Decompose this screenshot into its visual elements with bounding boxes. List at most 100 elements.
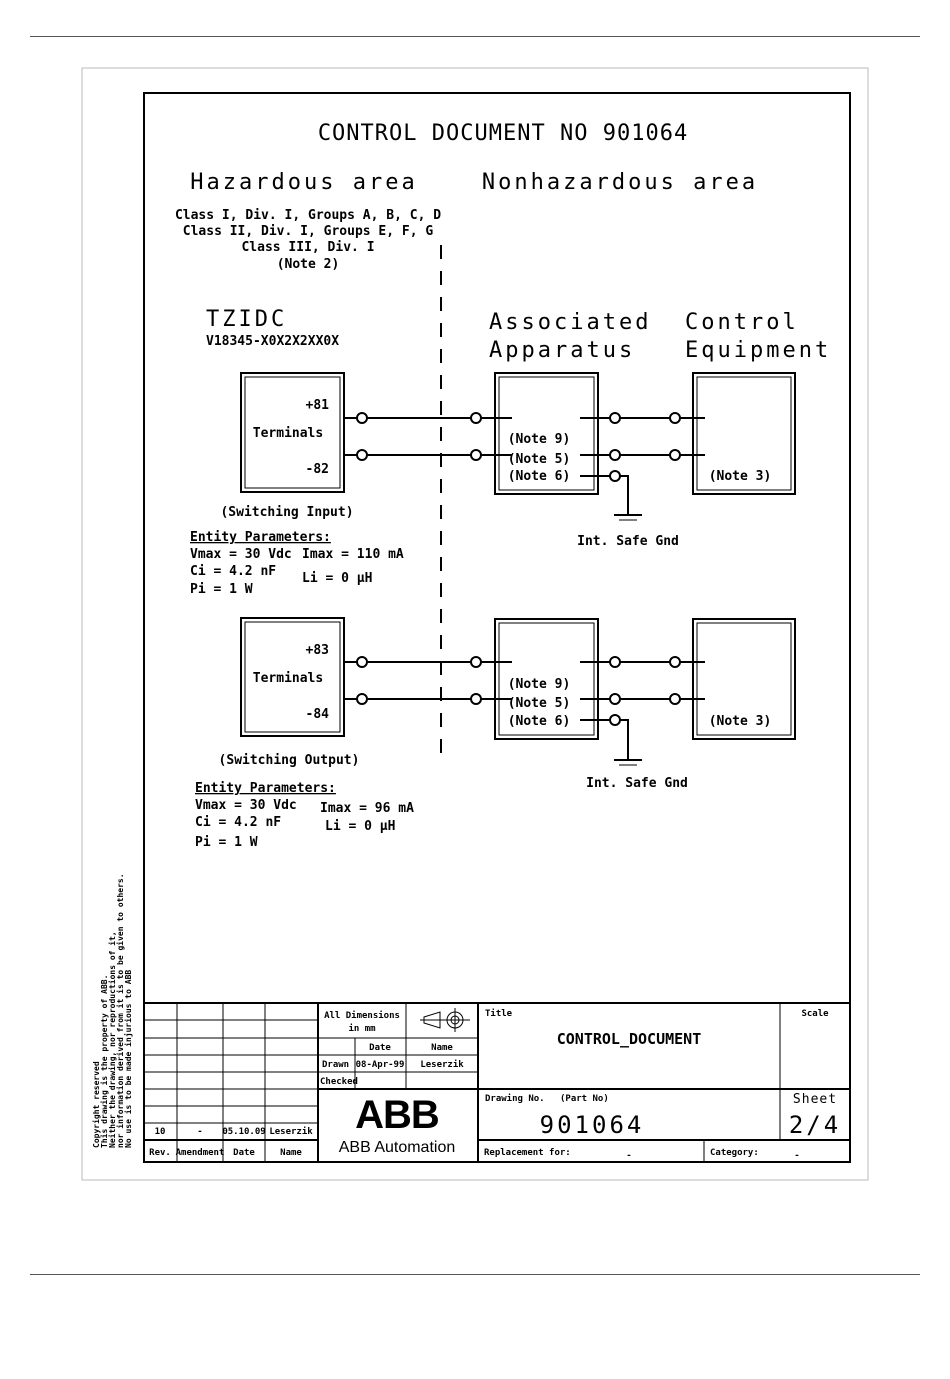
replacement-value: - <box>626 1151 631 1161</box>
dimensions-label-1: All Dimensions <box>324 1010 400 1021</box>
rev-value: 10 <box>155 1127 166 1137</box>
terminal-minus-82: -82 <box>306 462 329 477</box>
terminal-dot <box>356 412 368 424</box>
terminal-dot <box>356 656 368 668</box>
control-box-bottom-inner <box>696 622 792 736</box>
col-name: Name <box>280 1148 302 1158</box>
terminal-minus-84: -84 <box>306 707 330 722</box>
amendment-value: - <box>197 1127 202 1137</box>
note-6-bottom: (Note 6) <box>508 714 571 729</box>
replacement-label: Replacement for: <box>484 1148 571 1158</box>
copyright-line-1: Copyright reserved <box>91 1061 101 1148</box>
drawn-date: 08-Apr-99 <box>356 1060 405 1070</box>
rev-date-value: 05.10.09 <box>222 1127 265 1137</box>
associated-box-bottom <box>494 618 599 740</box>
hazardous-area-label: Hazardous area <box>190 170 417 195</box>
date-header: Date <box>369 1043 391 1053</box>
terminal-dot <box>609 714 621 726</box>
sheet-label: Sheet <box>793 1092 837 1107</box>
drawn-label: Drawn <box>322 1060 349 1070</box>
li-top: Li = 0 µH <box>302 571 372 586</box>
wire-bottom-ground <box>580 719 629 760</box>
terminal-dot <box>669 412 681 424</box>
int-safe-gnd-bottom: Int. Safe Gnd <box>586 776 688 791</box>
col-rev: Rev. <box>149 1148 171 1158</box>
copyright-line-4: nor information derived from it is to be… <box>115 873 125 1148</box>
tzidc-box-top-inner <box>244 376 341 489</box>
imax-top: Imax = 110 mA <box>302 547 404 562</box>
circuit-top: +81 Terminals -82 (Note 9) (Note 5) (Not… <box>220 372 796 549</box>
copyright-line-3: Neither the drawing, nor reproductions o… <box>107 931 117 1148</box>
category-value: - <box>794 1151 799 1161</box>
entity-params-heading-top: Entity Parameters: <box>190 530 331 545</box>
device-name: TZIDC <box>206 307 287 332</box>
class-note-2: (Note 2) <box>277 257 340 272</box>
associated-label-2: Apparatus <box>489 338 635 363</box>
associated-box-top-inner <box>498 376 595 491</box>
drawing-border <box>143 92 851 1163</box>
terminal-plus-81: +81 <box>306 398 330 413</box>
switching-input-label: (Switching Input) <box>220 505 353 520</box>
rev-name-value: Leserzik <box>269 1126 313 1137</box>
nonhazardous-area-label: Nonhazardous area <box>482 170 758 195</box>
terminal-dot <box>669 693 681 705</box>
terminal-dot <box>669 656 681 668</box>
ci-top: Ci = 4.2 nF <box>190 564 276 579</box>
title-block: 10 - 05.10.09 Leserzik Rev. Amendment Da… <box>144 1002 850 1162</box>
class-line-3: Class III, Div. I <box>241 240 374 255</box>
terminal-dot <box>470 656 482 668</box>
control-label-1: Control <box>685 310 799 335</box>
tzidc-box-bottom-inner <box>244 621 341 733</box>
abb-automation-label: ABB Automation <box>339 1139 456 1156</box>
vmax-top: Vmax = 30 Vdc <box>190 547 292 562</box>
vmax-bottom: Vmax = 30 Vdc <box>195 798 297 813</box>
col-date: Date <box>233 1148 255 1158</box>
wire-top-ground <box>580 475 629 515</box>
copyright-line-5: No use is to be made injurious to ABB <box>123 970 133 1148</box>
pi-top: Pi = 1 W <box>190 582 253 597</box>
entity-params-heading-bottom: Entity Parameters: <box>195 781 336 796</box>
dimensions-label-2: in mm <box>348 1023 376 1034</box>
note-3-bottom: (Note 3) <box>709 714 772 729</box>
terminal-dot <box>609 470 621 482</box>
control-box-bottom <box>692 618 796 740</box>
class-line-2: Class II, Div. I, Groups E, F, G <box>183 224 434 239</box>
tzidc-box-top <box>240 372 345 493</box>
category-label: Category: <box>710 1148 759 1158</box>
name-header: Name <box>431 1043 453 1053</box>
associated-label-1: Associated <box>489 310 651 335</box>
terminals-label-top: Terminals <box>253 426 323 441</box>
circuit-bottom: +83 Terminals -84 (Note 9) (Note 5) (Not… <box>219 617 796 791</box>
pi-bottom: Pi = 1 W <box>195 835 258 850</box>
col-amendment: Amendment <box>176 1148 225 1158</box>
terminal-dot <box>356 449 368 461</box>
sheet-frame <box>81 67 869 1181</box>
note-6-top: (Note 6) <box>508 469 571 484</box>
terminal-dot <box>609 693 621 705</box>
int-safe-gnd-top: Int. Safe Gnd <box>577 534 679 549</box>
control-box-top-inner <box>696 376 792 491</box>
terminal-dot <box>609 656 621 668</box>
ci-bottom: Ci = 4.2 nF <box>195 815 281 830</box>
title-value: CONTROL_DOCUMENT <box>557 1030 702 1048</box>
top-rule <box>30 36 920 37</box>
device-code: V18345-X0X2X2XX0X <box>206 334 339 349</box>
part-no-label: (Part No) <box>560 1094 609 1104</box>
drawing-no-label: Drawing No. <box>485 1093 545 1104</box>
note-9-bottom: (Note 9) <box>508 677 571 692</box>
terminal-dot <box>356 693 368 705</box>
terminal-dot <box>470 693 482 705</box>
li-bottom: Li = 0 µH <box>325 819 395 834</box>
note-5-top: (Note 5) <box>508 452 571 467</box>
tzidc-box-bottom <box>240 617 345 737</box>
terminal-dot <box>470 449 482 461</box>
control-label-2: Equipment <box>685 338 831 363</box>
projection-symbol-icon <box>420 1008 470 1032</box>
class-line-1: Class I, Div. I, Groups A, B, C, D <box>175 208 441 223</box>
terminal-dot <box>669 449 681 461</box>
drawing-number: 901064 <box>540 1111 645 1139</box>
terminals-label-bottom: Terminals <box>253 671 323 686</box>
scale-label: Scale <box>801 1009 829 1019</box>
terminal-plus-83: +83 <box>306 643 329 658</box>
